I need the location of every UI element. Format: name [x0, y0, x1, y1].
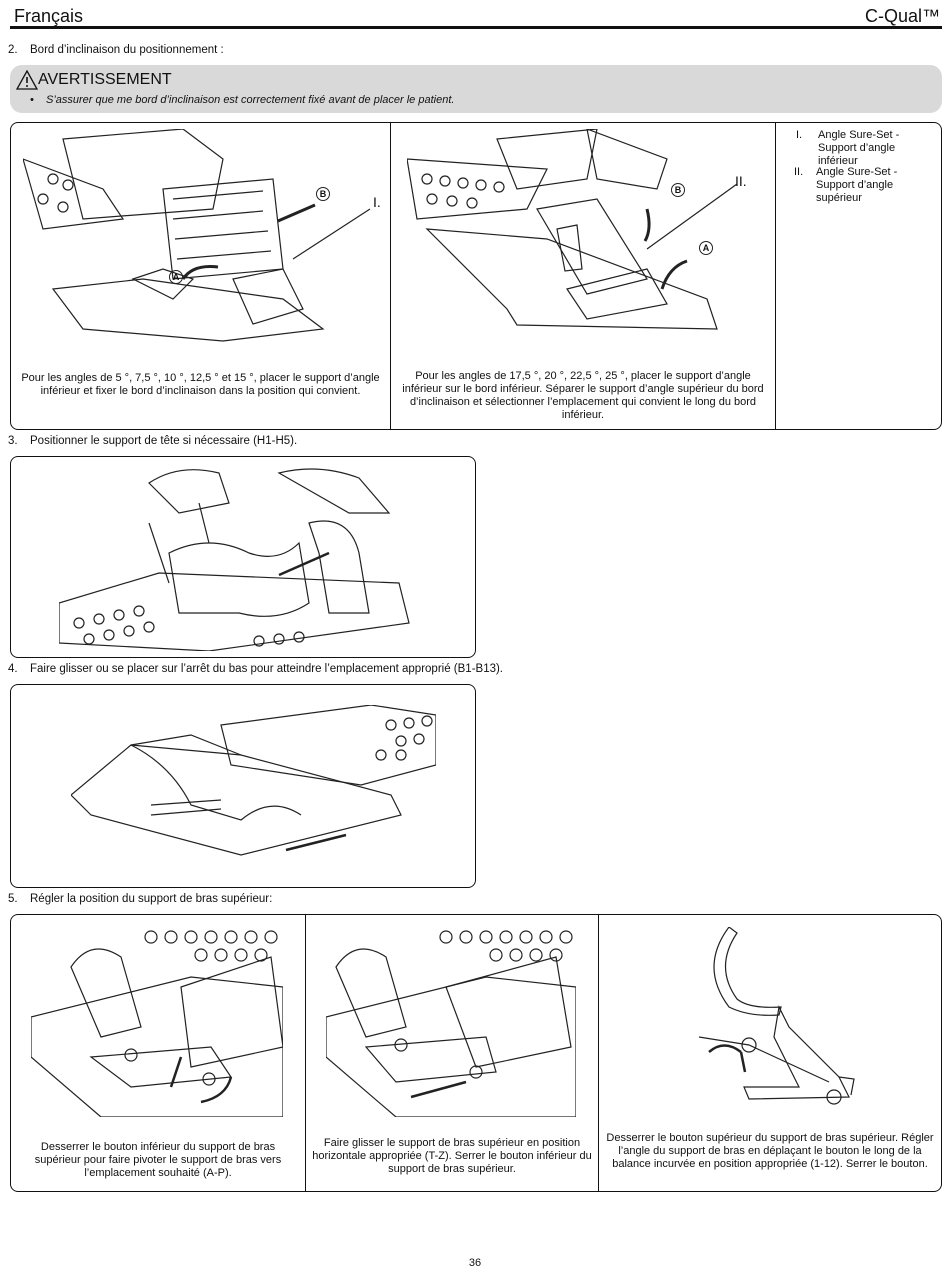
step-number: 5. — [8, 893, 18, 905]
brand-label: C-Qual™ — [864, 6, 940, 26]
incline-panel: I. B A Pour les angles de 5 °, 7,5 °, 10… — [10, 122, 942, 430]
callout-b-upper: B — [671, 183, 685, 197]
warning-box: AVERTISSEMENT • S’assurer que me bord d’… — [10, 65, 942, 113]
incline-lower-illustration: I. B A — [23, 129, 381, 347]
step-3: 3. Positionner le support de tête si néc… — [8, 435, 608, 449]
callout-a-upper: A — [699, 241, 713, 255]
incline-cell-lower: I. B A Pour les angles de 5 °, 7,5 °, 10… — [11, 123, 391, 429]
callout-a-lower: A — [169, 270, 183, 284]
incline-caption-upper: Pour les angles de 17,5 °, 20 °, 22,5 °,… — [402, 370, 764, 421]
page-number: 36 — [468, 1257, 482, 1268]
step-4: 4. Faire glisser ou se placer sur l’arrê… — [8, 663, 708, 677]
legend-item: II. Angle Sure-Set - Support d’angle sup… — [794, 166, 934, 206]
callout-b-lower: B — [316, 187, 330, 201]
legend-roman: I. — [796, 129, 803, 141]
step-number: 3. — [8, 435, 18, 447]
arm-cell-1: Desserrer le bouton inférieur du support… — [11, 915, 306, 1191]
legend-text: Angle Sure-Set - Support d’angle inférie… — [818, 129, 900, 167]
arm-cell-2: Faire glisser le support de bras supérie… — [306, 915, 599, 1191]
step-text: Faire glisser ou se placer sur l’arrêt d… — [30, 663, 504, 675]
language-label: Français — [14, 6, 84, 26]
arm-caption-3: Desserrer le bouton supérieur du support… — [606, 1132, 934, 1170]
callout-roman-ii: II. — [735, 173, 747, 189]
step-text: Régler la position du support de bras su… — [30, 893, 273, 905]
legend-roman: II. — [794, 166, 804, 178]
step-text: Positionner le support de tête si nécess… — [30, 435, 298, 447]
arm-cell-3: Desserrer le bouton supérieur du support… — [599, 915, 941, 1191]
arm-illustration-3 — [689, 927, 859, 1117]
arm-illustration-1 — [31, 927, 283, 1117]
step-5: 5. Régler la position du support de bras… — [8, 893, 608, 907]
arm-caption-1: Desserrer le bouton inférieur du support… — [34, 1141, 282, 1179]
bottom-stop-panel — [10, 684, 476, 888]
step-number: 2. — [8, 44, 18, 56]
arm-support-panel: Desserrer le bouton inférieur du support… — [10, 914, 942, 1192]
arm-caption-2: Faire glisser le support de bras supérie… — [312, 1137, 592, 1175]
legend-item: I. Angle Sure-Set - Support d’angle infé… — [796, 129, 936, 169]
incline-cell-upper: II. B A Pour les angles de 17,5 °, 20 °,… — [391, 123, 776, 429]
callout-roman-i: I. — [373, 194, 381, 210]
step-2: 2. Bord d’inclinaison du positionnement … — [8, 44, 608, 58]
headrest-illustration — [59, 463, 419, 651]
incline-caption-lower: Pour les angles de 5 °, 7,5 °, 10 °, 12,… — [21, 372, 380, 397]
warning-title: AVERTISSEMENT — [38, 71, 172, 88]
warning-text: S’assurer que me bord d’inclinaison est … — [46, 94, 455, 106]
page-header: Français C-Qual™ — [10, 4, 942, 29]
step-number: 4. — [8, 663, 18, 675]
warning-icon — [15, 69, 39, 95]
arm-illustration-2 — [326, 927, 576, 1117]
bottom-stop-illustration — [71, 705, 436, 865]
incline-upper-illustration: II. B A — [407, 129, 757, 339]
headrest-panel — [10, 456, 476, 658]
incline-legend: I. Angle Sure-Set - Support d’angle infé… — [776, 123, 941, 429]
step-text: Bord d’inclinaison du positionnement : — [30, 44, 224, 56]
legend-text: Angle Sure-Set - Support d’angle supérie… — [816, 166, 898, 204]
